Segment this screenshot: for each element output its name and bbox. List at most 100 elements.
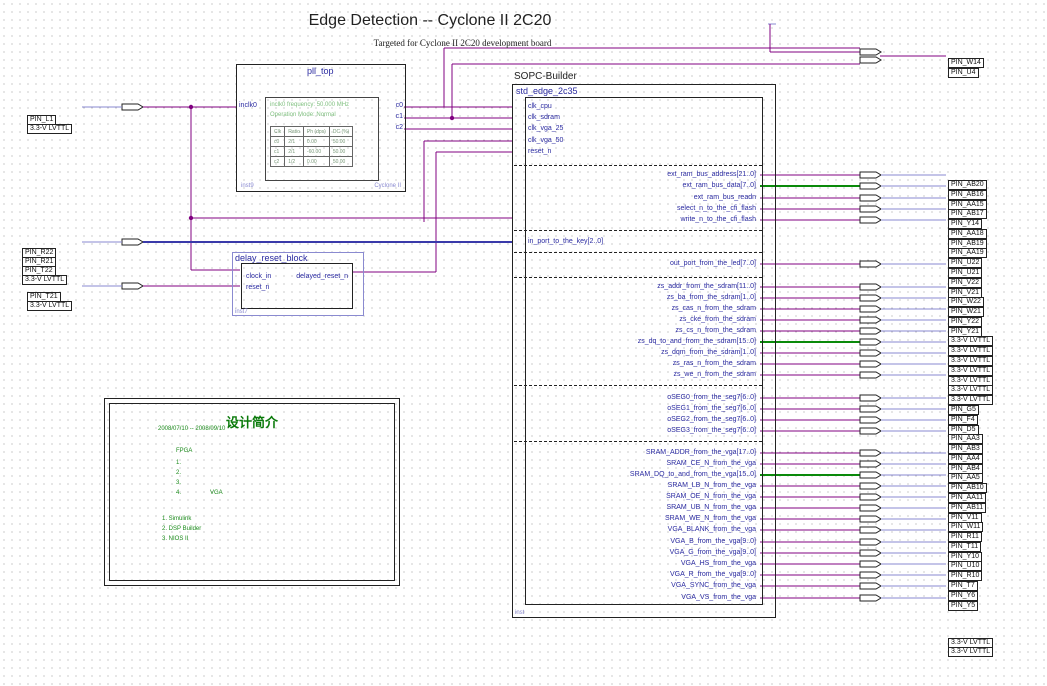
junction-dot: [188, 215, 194, 221]
pin-location-label: PIN_AB20: [948, 180, 987, 190]
diagram-subtitle: Targeted for Cyclone II 2C20 development…: [373, 38, 552, 48]
design-info-line: 1.: [176, 460, 182, 466]
pin-location-label: PIN_AA3: [948, 434, 983, 445]
output-pin-connector[interactable]: [859, 416, 882, 424]
output-pin-connector[interactable]: [859, 327, 882, 335]
output-pin-connector[interactable]: [859, 571, 882, 579]
sopc-output-port: SRAM_OE_N_from_the_vga: [666, 493, 756, 500]
design-info-line: FPGA: [176, 448, 193, 454]
key-input-connector[interactable]: [121, 238, 144, 246]
pin-location-label: PIN_U21: [948, 268, 983, 279]
sopc-output-port: VGA_BLANK_from_the_vga: [667, 526, 756, 533]
pll-device-label: Cyclone II: [374, 183, 401, 189]
sopc-input-port: reset_n: [528, 148, 552, 155]
sopc-output-port: zs_dq_to_and_from_the_sdram[15..0]: [637, 338, 756, 345]
pin-location-label: PIN_Y5: [948, 600, 979, 611]
output-pin-connector[interactable]: [859, 560, 882, 568]
pin-location-label: PIN_W21: [948, 307, 984, 318]
reset-input-port: clock_in: [246, 273, 272, 280]
pin-location-label: PIN_AA5: [948, 473, 983, 484]
output-pin-connector[interactable]: [859, 493, 882, 501]
output-pin-connector[interactable]: [859, 194, 882, 202]
pin-location-label: PIN_T11: [948, 541, 982, 552]
sopc-output-port: VGA_G_from_the_vga[9..0]: [669, 549, 756, 556]
reset-input-port: reset_n: [246, 284, 270, 291]
sopc-inner: [525, 97, 763, 605]
pin-location-label: PIN_AB10: [948, 483, 987, 494]
design-info-line: 4.: [176, 490, 182, 496]
output-pin-connector[interactable]: [859, 338, 882, 346]
sopc-output-port: ext_ram_bus_address[21..0]: [667, 171, 756, 178]
output-pin-connector[interactable]: [859, 371, 882, 379]
pin-location-label: PIN_F4: [948, 414, 978, 425]
sopc-input-port: clk_vga_25: [528, 125, 564, 132]
pll-table-cell: 0.00: [302, 156, 330, 167]
sopc-output-port: zs_dqm_from_the_sdram[1..0]: [661, 349, 756, 356]
output-pin-connector[interactable]: [859, 260, 882, 268]
pin-location-label: PIN_AB11: [948, 502, 987, 513]
output-pin-connector[interactable]: [859, 294, 882, 302]
io-standard-label: 3.3-V LVTTL: [948, 375, 994, 386]
sopc-output-port: SRAM_ADDR_from_the_vga[17..0]: [645, 449, 756, 456]
pll-table-header: Clk: [269, 126, 286, 137]
sopc-output-port: ext_ram_bus_data[7..0]: [682, 182, 756, 189]
sopc-section-divider: [514, 277, 762, 278]
pll-block[interactable]: pll_top inclk0 frequency: 50.000 MHz Ope…: [236, 64, 406, 192]
sopc-section-divider: [514, 252, 762, 253]
pin-location-label: PIN_G5: [948, 404, 979, 415]
sopc-section-divider: [514, 165, 762, 166]
reset-block[interactable]: delay_reset_block clock_in reset_n delay…: [232, 252, 364, 316]
output-pin-connector[interactable]: [859, 305, 882, 313]
output-pin-connector[interactable]: [859, 283, 882, 291]
output-pin-connector[interactable]: [859, 460, 882, 468]
output-pin-connector[interactable]: [859, 205, 882, 213]
sopc-section-divider: [514, 230, 762, 231]
output-pin-connector[interactable]: [859, 171, 882, 179]
pin-location-label: PIN_Y14: [948, 219, 983, 230]
pin-location-label: PIN_U22: [948, 258, 983, 269]
clock-input-connector[interactable]: [121, 103, 144, 111]
output-pin-connector[interactable]: [859, 216, 882, 224]
pll-frequency: inclk0 frequency: 50.000 MHz: [270, 102, 350, 108]
pin-location-label: PIN_R10: [948, 571, 983, 582]
reset-output-port: delayed_reset_n: [296, 273, 348, 280]
output-pin-connector[interactable]: [859, 538, 882, 546]
top-output-connector[interactable]: [859, 56, 882, 64]
pin-location-label: PIN_AB4: [948, 463, 983, 474]
sopc-output-port: oSEG1_from_the_seg7[6..0]: [667, 405, 756, 412]
output-pin-connector[interactable]: [859, 182, 882, 190]
reset-input-connector[interactable]: [121, 282, 144, 290]
sopc-block[interactable]: std_edge_2c35 inst: [512, 84, 776, 618]
diagram-title: Edge Detection -- Cyclone II 2C20: [308, 12, 552, 29]
top-output-connector[interactable]: [859, 48, 882, 56]
sopc-title: SOPC-Builder: [514, 71, 577, 82]
output-pin-connector[interactable]: [859, 349, 882, 357]
output-pin-connector[interactable]: [859, 594, 882, 602]
output-pin-connector[interactable]: [859, 582, 882, 590]
design-info-dates: 2008/07/10 -- 2008/09/10: [158, 426, 226, 432]
output-pin-connector[interactable]: [859, 549, 882, 557]
output-pin-connector[interactable]: [859, 394, 882, 402]
output-pin-connector[interactable]: [859, 515, 882, 523]
sopc-instance-label: inst: [515, 610, 525, 616]
sopc-output-port: VGA_HS_from_the_vga: [680, 560, 756, 567]
output-pin-connector[interactable]: [859, 482, 882, 490]
io-standard-label: 3.3-V LVTTL: [948, 365, 994, 376]
output-pin-connector[interactable]: [859, 427, 882, 435]
pll-table-cell: c2: [269, 156, 286, 167]
output-pin-connector[interactable]: [859, 360, 882, 368]
pll-instance-label: inst9: [241, 183, 254, 189]
sopc-output-port: zs_we_n_from_the_sdram: [673, 371, 757, 378]
output-pin-connector[interactable]: [859, 449, 882, 457]
pin-location-label: PIN_U10: [948, 561, 983, 572]
output-pin-connector[interactable]: [859, 316, 882, 324]
sopc-output-port: VGA_R_from_the_vga[9..0]: [670, 571, 756, 578]
output-pin-connector[interactable]: [859, 405, 882, 413]
output-pin-connector[interactable]: [859, 526, 882, 534]
output-pin-connector[interactable]: [859, 504, 882, 512]
output-pin-connector[interactable]: [859, 471, 882, 479]
pin-location-label: PIN_V11: [948, 512, 982, 523]
pll-output-port: c2: [395, 124, 403, 131]
sopc-output-port: zs_addr_from_the_sdram[11..0]: [657, 283, 756, 290]
pin-location-label: PIN_R11: [948, 532, 982, 543]
